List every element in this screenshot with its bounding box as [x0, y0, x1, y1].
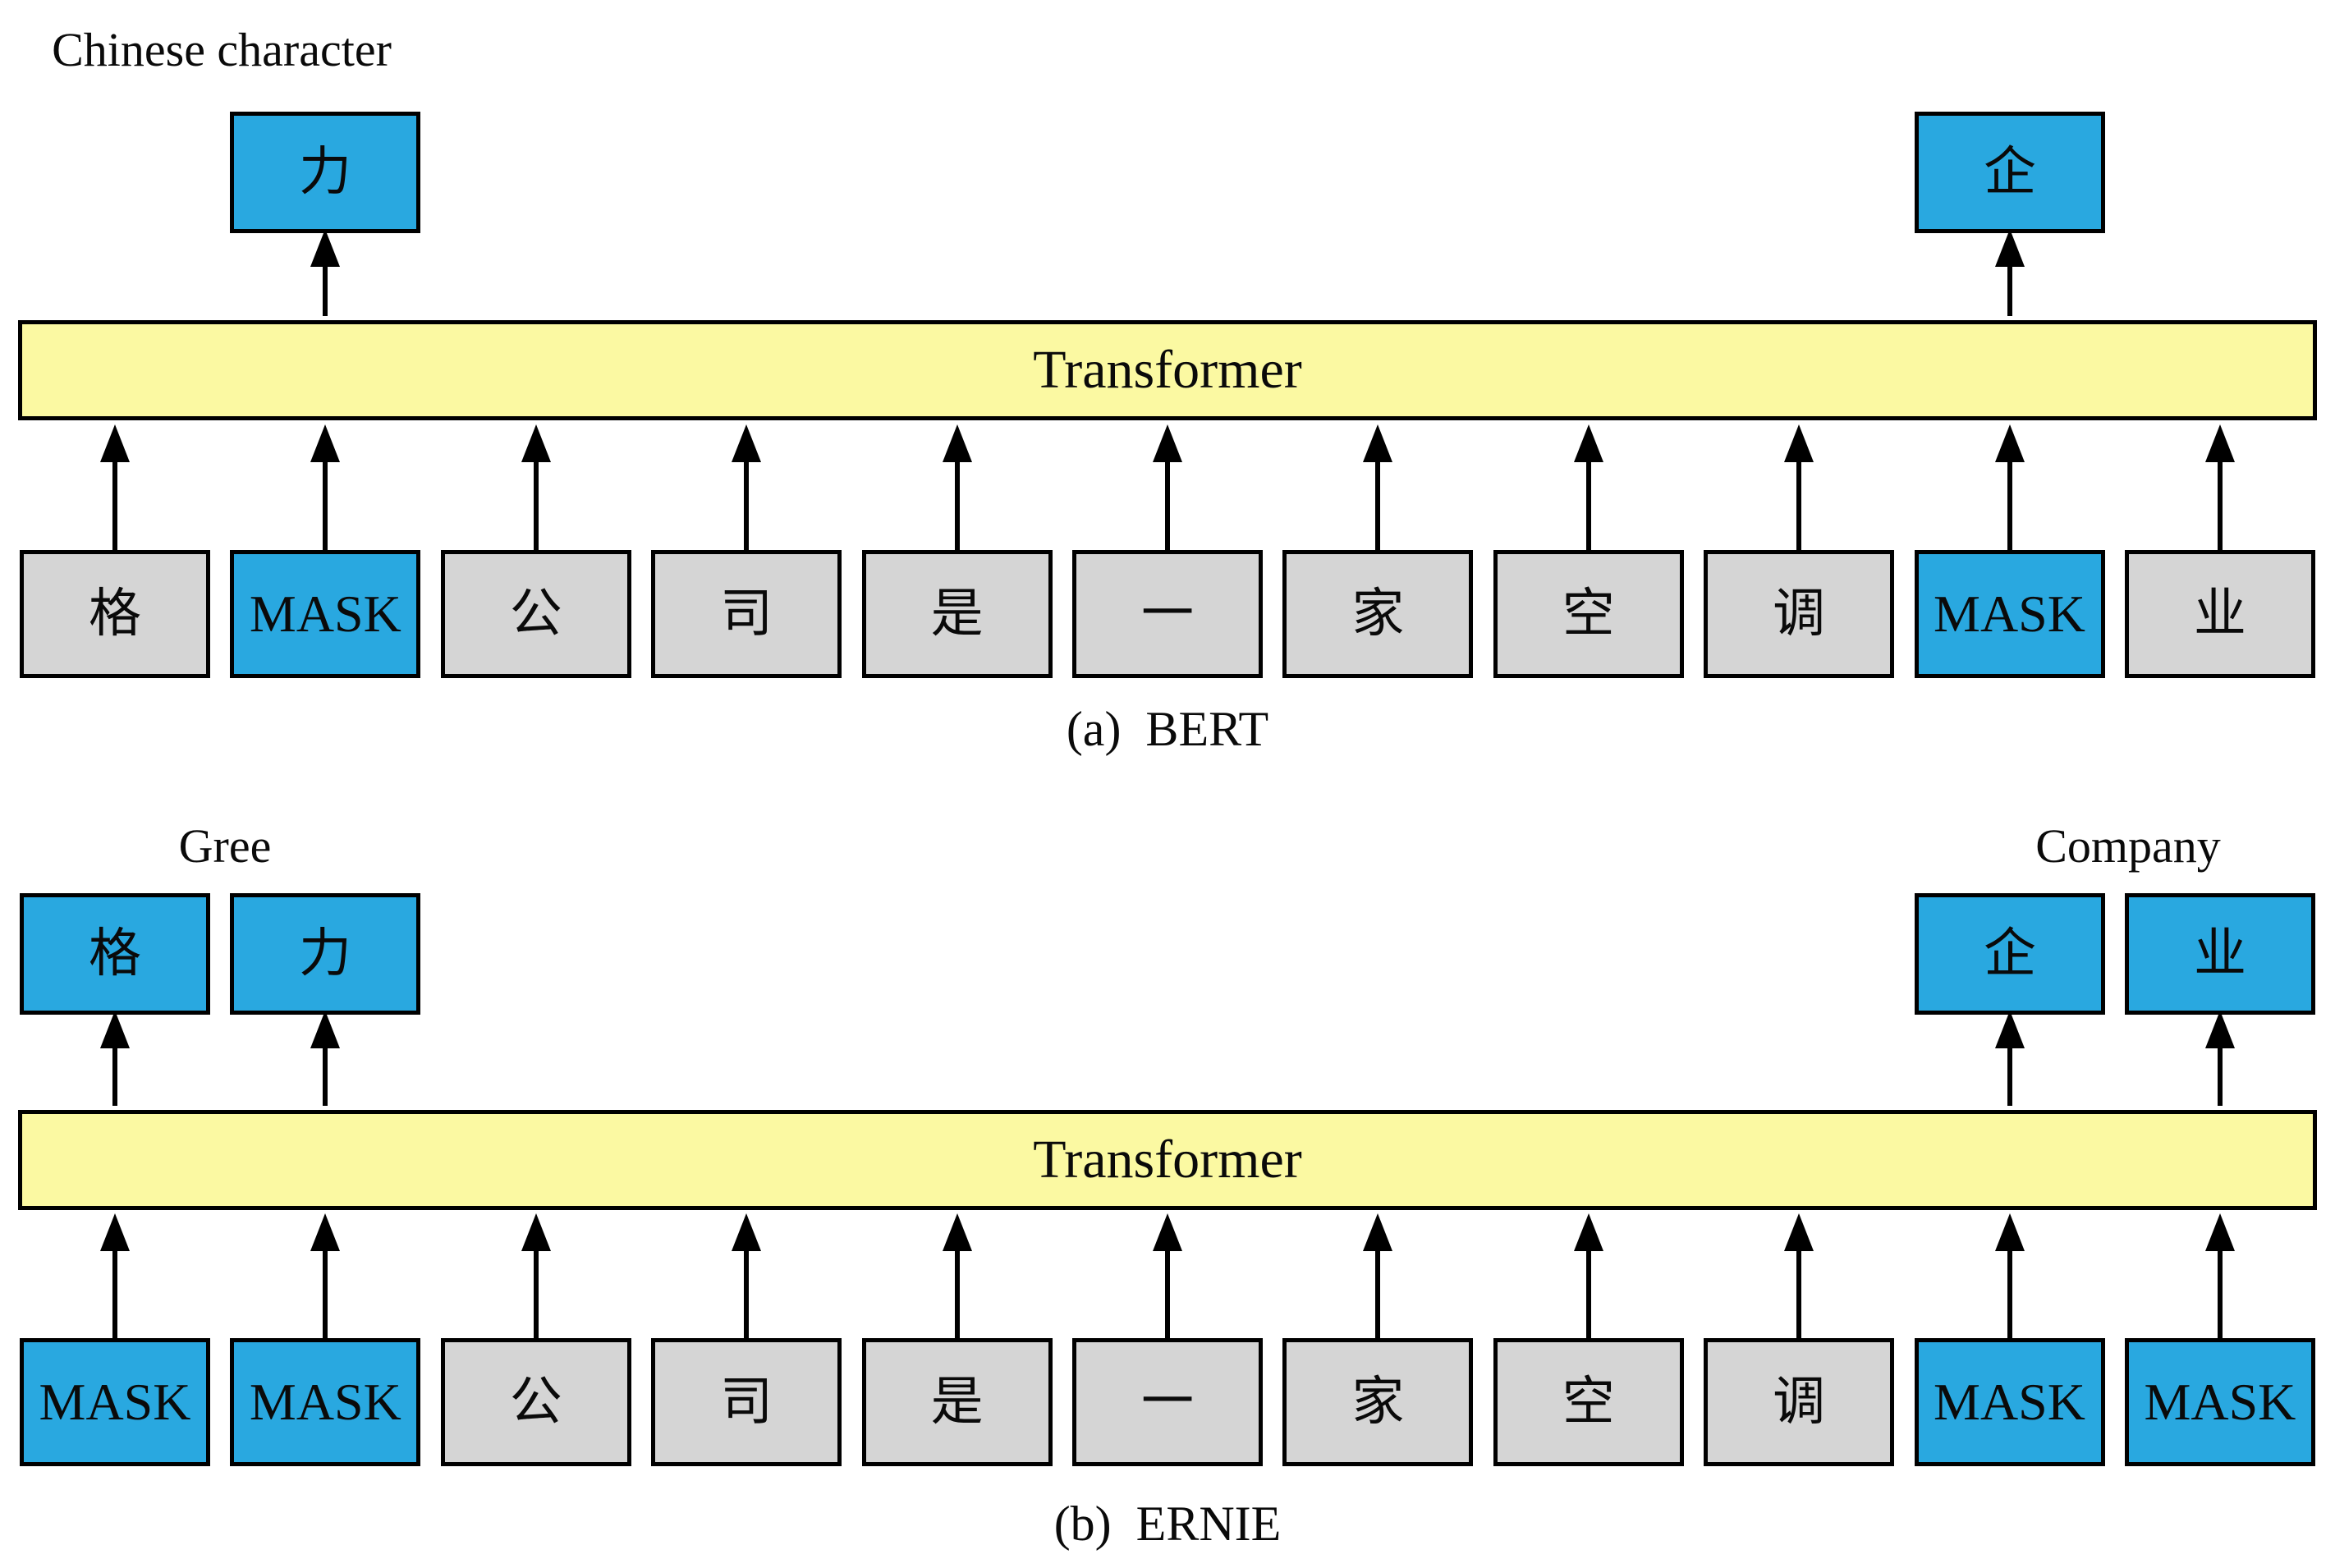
arrow-up-icon: [1992, 1213, 2028, 1342]
output-box: 格: [20, 893, 210, 1015]
token-label: 司: [720, 1373, 773, 1431]
token-box: 家: [1282, 550, 1474, 678]
arrow-up-icon: [1781, 1213, 1817, 1342]
token-box: 空: [1493, 550, 1684, 678]
token-label: 司: [720, 585, 773, 643]
annotation-chinese-character: Chinese character: [52, 23, 392, 76]
output-label: 业: [2194, 924, 2246, 983]
token-label: 家: [1351, 585, 1405, 643]
token-label: 调: [1773, 1373, 1826, 1431]
token-box: 调: [1704, 550, 1895, 678]
output-label: 企: [1984, 143, 2036, 201]
token-label: 调: [1773, 585, 1826, 643]
token-box: 是: [861, 1338, 1053, 1466]
token-box: 一: [1071, 550, 1263, 678]
arrow-up-icon: [518, 1213, 554, 1342]
output-label: 企: [1984, 924, 2036, 983]
token-box-mask: MASK: [230, 550, 421, 678]
annotation-gree: Gree: [178, 819, 272, 873]
arrow-up-icon: [307, 1213, 343, 1342]
arrow-up-icon: [2202, 1011, 2238, 1106]
token-box: 是: [861, 550, 1053, 678]
transformer-bar: Transformer: [18, 1110, 2317, 1210]
token-label: MASK: [249, 1373, 401, 1431]
arrow-up-icon: [1992, 1011, 2028, 1106]
token-box-mask: MASK: [1914, 550, 2105, 678]
arrow-up-icon: [939, 1213, 975, 1342]
token-label: 公: [509, 1373, 562, 1431]
token-label: 空: [1562, 1373, 1615, 1431]
token-box-mask: MASK: [20, 1338, 210, 1466]
token-label: 是: [930, 585, 984, 643]
token-box: 家: [1282, 1338, 1474, 1466]
output-label: 力: [299, 143, 351, 201]
token-label: 一: [1140, 1373, 1194, 1431]
arrow-up-icon: [1571, 1213, 1607, 1342]
token-box: 格: [20, 550, 210, 678]
token-label: MASK: [39, 1373, 191, 1431]
token-box-mask: MASK: [1914, 1338, 2105, 1466]
token-label: MASK: [1934, 585, 2085, 643]
token-label: MASK: [1934, 1373, 2085, 1431]
token-box: 空: [1493, 1338, 1684, 1466]
arrow-up-icon: [97, 1011, 133, 1106]
arrow-up-icon: [307, 1011, 343, 1106]
token-box: 调: [1704, 1338, 1895, 1466]
figure-caption-a: (a) BERT: [1066, 702, 1269, 756]
token-label: 业: [2193, 585, 2246, 643]
token-label: 是: [930, 1373, 984, 1431]
annotation-company: Company: [2035, 819, 2221, 873]
token-label: MASK: [249, 585, 401, 643]
token-box-mask: MASK: [2124, 1338, 2315, 1466]
transformer-label: Transformer: [1033, 1130, 1302, 1190]
output-label: 力: [299, 924, 351, 983]
output-box: 力: [230, 112, 420, 233]
arrow-up-icon: [728, 1213, 764, 1342]
token-label: 家: [1351, 1373, 1405, 1431]
output-box: 业: [2125, 893, 2315, 1015]
token-box: 司: [651, 550, 842, 678]
token-label: 格: [89, 585, 141, 643]
arrow-up-icon: [97, 1213, 133, 1342]
token-row: MASK MASK 公 司 是 一: [0, 1338, 2335, 1466]
figure-caption-b: (b) ERNIE: [1053, 1497, 1282, 1551]
output-box: 企: [1915, 893, 2105, 1015]
token-box: 业: [2124, 550, 2315, 678]
token-box-mask: MASK: [230, 1338, 421, 1466]
output-label: 格: [89, 924, 141, 983]
token-box: 公: [440, 550, 631, 678]
output-box: 力: [230, 893, 420, 1015]
arrow-up-icon: [1149, 1213, 1186, 1342]
token-label: 公: [509, 585, 562, 643]
output-box: 企: [1915, 112, 2105, 233]
token-box: 一: [1071, 1338, 1263, 1466]
transformer-bar: Transformer: [18, 320, 2317, 420]
token-box: 公: [440, 1338, 631, 1466]
transformer-label: Transformer: [1033, 340, 1302, 400]
token-label: MASK: [2144, 1373, 2296, 1431]
token-label: 一: [1140, 585, 1194, 643]
arrow-up-icon: [2202, 1213, 2238, 1342]
token-label: 空: [1562, 585, 1615, 643]
token-row: 格 MASK 公 司 是 一: [0, 550, 2335, 678]
arrow-up-icon: [1360, 1213, 1396, 1342]
token-box: 司: [651, 1338, 842, 1466]
